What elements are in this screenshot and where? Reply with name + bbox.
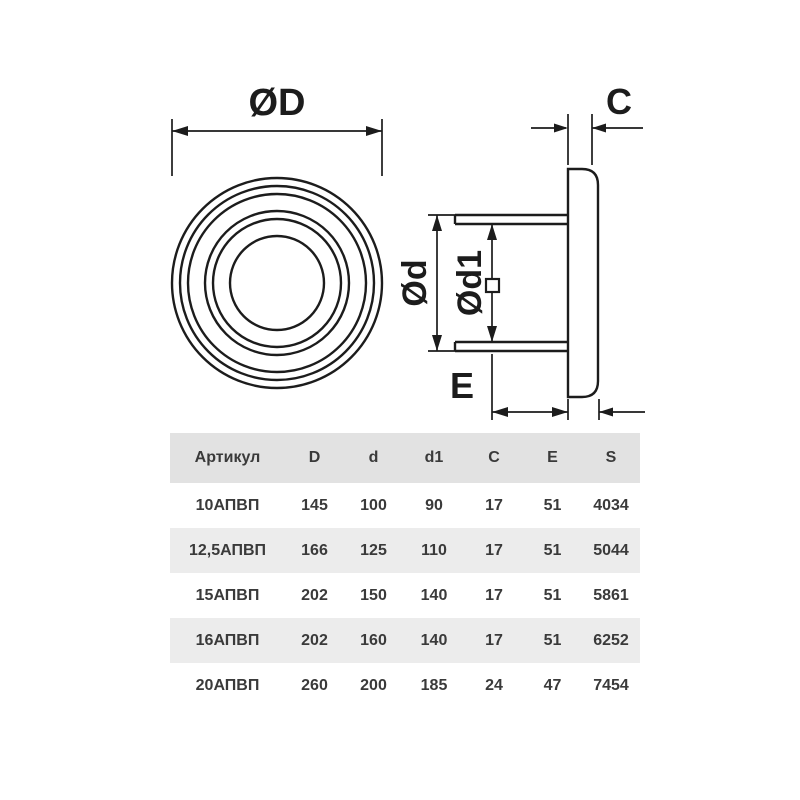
table-row: 12,5АПВП 166 125 110 17 51 5044 bbox=[170, 528, 640, 573]
diffuser-body-section bbox=[453, 213, 568, 353]
col-header-articul: Артикул bbox=[194, 449, 261, 466]
cell-D: 260 bbox=[301, 676, 328, 694]
arrow-right-icon bbox=[552, 407, 568, 417]
cell-C: 17 bbox=[485, 496, 503, 514]
arrow-down-icon bbox=[432, 335, 442, 351]
cell-d1: 185 bbox=[420, 676, 448, 694]
spec-table: Артикул D d d1 C E S 10АПВП 145 100 90 1… bbox=[170, 433, 640, 708]
cell-d: 100 bbox=[360, 496, 387, 514]
table-row: 20АПВП 260 200 185 24 47 7454 bbox=[170, 663, 640, 708]
cell-C: 17 bbox=[485, 541, 503, 559]
cell-D: 166 bbox=[301, 541, 328, 559]
cell-articul: 10АПВП bbox=[195, 496, 260, 514]
cell-E: 51 bbox=[543, 496, 562, 514]
front-view bbox=[170, 176, 384, 390]
cell-S: 5861 bbox=[593, 586, 629, 604]
dim-inner-diameter: Ød1 bbox=[451, 224, 497, 342]
arrow-left-icon bbox=[172, 126, 188, 136]
dim-label-mounting-depth: E bbox=[450, 365, 474, 406]
cell-C: 24 bbox=[485, 676, 503, 694]
dim-flange-depth: C bbox=[531, 81, 643, 165]
col-header-d1: d1 bbox=[424, 449, 444, 466]
cell-S: 5044 bbox=[593, 541, 629, 559]
cell-D: 202 bbox=[301, 631, 328, 649]
cell-E: 51 bbox=[543, 541, 562, 559]
dim-mounting-depth: E bbox=[450, 354, 645, 420]
mounting-clip bbox=[484, 277, 501, 294]
arrow-right-icon bbox=[554, 123, 568, 133]
side-view: Ød Ød1 bbox=[396, 81, 645, 420]
cell-d: 200 bbox=[360, 676, 387, 694]
table-row: 16АПВП 202 160 140 17 51 6252 bbox=[170, 618, 640, 663]
cell-S: 7454 bbox=[593, 676, 629, 694]
cell-articul: 15АПВП bbox=[195, 586, 260, 604]
arrow-left-icon bbox=[592, 123, 606, 133]
cell-articul: 20АПВП bbox=[195, 676, 260, 694]
arrow-down-icon bbox=[487, 326, 497, 342]
table-row: 15АПВП 202 150 140 17 51 5861 bbox=[170, 573, 640, 618]
arrow-right-icon bbox=[366, 126, 382, 136]
arrow-up-icon bbox=[487, 224, 497, 240]
table-row: 10АПВП 145 100 90 17 51 4034 bbox=[170, 483, 640, 528]
cell-d: 160 bbox=[360, 631, 387, 649]
cell-C: 17 bbox=[485, 631, 503, 649]
dim-outer-diameter: ØD bbox=[171, 82, 383, 176]
arrow-left-icon bbox=[599, 407, 613, 417]
col-header-C: C bbox=[488, 449, 500, 466]
technical-drawing: ØD Ød Ød1 bbox=[170, 81, 645, 420]
cell-E: 51 bbox=[543, 631, 562, 649]
arrow-left-icon bbox=[492, 407, 508, 417]
dim-label-flange-depth: C bbox=[606, 81, 632, 122]
col-header-D: D bbox=[308, 449, 321, 466]
arrow-up-icon bbox=[432, 215, 442, 231]
cell-C: 17 bbox=[485, 586, 503, 604]
cell-S: 4034 bbox=[593, 496, 629, 514]
cell-S: 6252 bbox=[593, 631, 629, 649]
table-header-row: Артикул D d d1 C E S bbox=[170, 433, 640, 483]
cell-d1: 110 bbox=[421, 541, 447, 559]
cell-E: 47 bbox=[543, 676, 562, 694]
cell-articul: 16АПВП bbox=[195, 631, 260, 649]
dim-label-outer-diameter: ØD bbox=[249, 82, 306, 124]
dim-label-body-diameter: Ød bbox=[396, 259, 434, 306]
cell-d: 150 bbox=[360, 586, 387, 604]
flange-section bbox=[566, 167, 600, 399]
cell-d1: 140 bbox=[420, 586, 448, 604]
cell-d: 125 bbox=[360, 541, 387, 559]
cell-d1: 90 bbox=[425, 496, 443, 514]
cell-E: 51 bbox=[543, 586, 562, 604]
cell-d1: 140 bbox=[420, 631, 448, 649]
col-header-E: E bbox=[547, 449, 558, 466]
col-header-S: S bbox=[605, 449, 617, 466]
dim-label-inner-diameter: Ød1 bbox=[451, 250, 489, 316]
cell-articul: 12,5АПВП bbox=[188, 541, 267, 559]
col-header-d: d bbox=[368, 449, 379, 466]
cell-D: 202 bbox=[301, 586, 328, 604]
dim-body-diameter: Ød bbox=[396, 214, 456, 352]
cell-D: 145 bbox=[301, 496, 328, 514]
